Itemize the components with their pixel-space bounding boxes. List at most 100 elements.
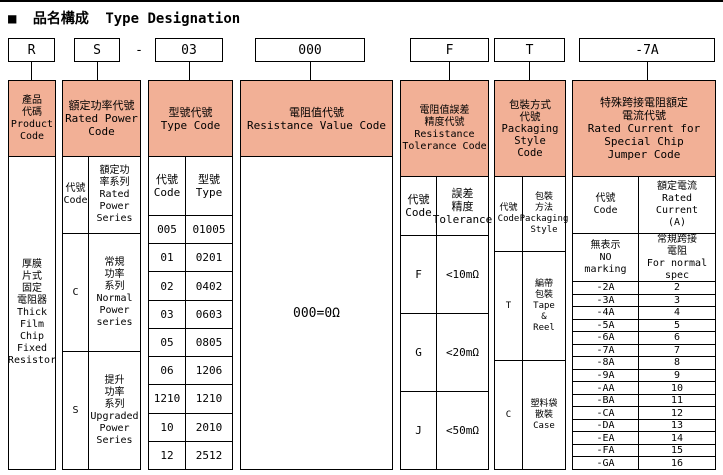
power-code-cell: C bbox=[63, 234, 89, 351]
table-row: -8A 8 bbox=[573, 356, 715, 369]
table-row: F <10mΩ bbox=[401, 235, 488, 313]
current-value-cell: 15 bbox=[670, 445, 684, 457]
current-code-cell: -BA bbox=[573, 394, 639, 407]
tolerance-code-cell: J bbox=[401, 392, 437, 469]
tolerance-code-subheader: 代號 Code bbox=[401, 177, 437, 235]
current-code-cell: -FA bbox=[573, 444, 639, 457]
code-box-type: 03 bbox=[155, 38, 223, 62]
current-value-cell: 9 bbox=[673, 369, 681, 381]
type-value-cell: 0402 bbox=[195, 279, 223, 293]
current-code-cell: -5A bbox=[573, 319, 639, 332]
type-subheader-row: 代號 Code 型號 Type bbox=[149, 157, 232, 215]
current-code-cell: -AA bbox=[573, 382, 639, 394]
tolerance-code-cell: G bbox=[401, 314, 437, 391]
packaging-code-subheader: 代號 Code bbox=[495, 177, 523, 251]
table-row: -FA 15 bbox=[573, 443, 715, 457]
current-value-cell: 14 bbox=[670, 432, 684, 444]
table-row: G <20mΩ bbox=[401, 313, 488, 391]
type-code-cell: 12 bbox=[149, 441, 186, 469]
table-row: 05 0805 bbox=[149, 327, 232, 357]
table-row: -4A 4 bbox=[573, 306, 715, 319]
table-row: S 提升 功率 系列 Upgraded Power Series bbox=[63, 351, 140, 469]
table-row: -9A 9 bbox=[573, 368, 715, 382]
table-row: -EA 14 bbox=[573, 431, 715, 444]
tolerance-value-cell: <10mΩ bbox=[445, 268, 480, 281]
packaging-style-cell: 塑料袋 散裝 Case bbox=[530, 398, 558, 431]
top-rule bbox=[0, 0, 723, 2]
current-value-cell: 11 bbox=[670, 395, 684, 407]
table-row: -CA 12 bbox=[573, 406, 715, 419]
code-box-product: R bbox=[8, 38, 55, 62]
column-tolerance-code: 電阻值誤差 精度代號 Resistance Tolerance Code 代號 … bbox=[400, 80, 493, 470]
tolerance-value-cell: <20mΩ bbox=[445, 346, 480, 359]
packaging-style-cell: 編帶 包裝 Tape & Reel bbox=[533, 278, 555, 333]
current-value-cell: 常規跨接 電阻 For normal spec bbox=[646, 233, 708, 281]
tolerance-subheader: 誤差 精度 Tolerance bbox=[432, 186, 493, 226]
page-title-en: Type Designation bbox=[105, 11, 241, 27]
power-series-cell: 常規 功率 系列 Normal Power series bbox=[96, 256, 133, 328]
table-row: 005 01005 bbox=[149, 215, 232, 244]
table-row: -GA 16 bbox=[573, 456, 715, 469]
current-code-cell: -GA bbox=[573, 457, 639, 469]
column-jumper-current-code: 特殊跨接電阻額定 電流代號 Rated Current for Special … bbox=[572, 80, 716, 470]
current-value-cell: 3 bbox=[673, 294, 681, 306]
title-bullet-icon: ■ bbox=[8, 11, 17, 27]
tolerance-code-cell: F bbox=[401, 236, 437, 313]
type-value-cell: 0201 bbox=[195, 251, 223, 265]
current-value-cell: 6 bbox=[673, 332, 681, 344]
type-code-cell: 02 bbox=[149, 272, 186, 300]
current-code-cell: -3A bbox=[573, 294, 639, 307]
type-code-cell: 1210 bbox=[149, 385, 186, 413]
current-code-cell: -9A bbox=[573, 369, 639, 382]
column-product-code: 產品 代碼 Product Code 厚膜 片式 固定 電阻器 Thick Fi… bbox=[8, 80, 56, 470]
tolerance-header: 電阻值誤差 精度代號 Resistance Tolerance Code bbox=[401, 81, 488, 177]
table-row: T 編帶 包裝 Tape & Reel bbox=[495, 251, 565, 360]
packaging-subheader-row: 代號 Code 包裝 方法 Packaging Style bbox=[495, 177, 569, 251]
current-special-row: 無表示 NO marking 常規跨接 電阻 For normal spec bbox=[573, 233, 715, 281]
connector-line-product bbox=[31, 62, 32, 80]
connector-line-type bbox=[189, 62, 190, 80]
type-code-cell: 10 bbox=[149, 413, 186, 441]
code-separator-dash: - bbox=[135, 42, 143, 58]
code-box-resistance: 000 bbox=[255, 38, 365, 62]
table-row: 10 2010 bbox=[149, 412, 232, 441]
table-row: C 常規 功率 系列 Normal Power series bbox=[63, 233, 140, 351]
connector-line-resistance bbox=[310, 62, 311, 80]
power-series-cell: 提升 功率 系列 Upgraded Power Series bbox=[90, 374, 139, 446]
code-box-packaging: T bbox=[494, 38, 565, 62]
connector-line-power bbox=[97, 62, 98, 80]
power-code-cell: S bbox=[63, 352, 89, 469]
current-value-cell: 16 bbox=[670, 457, 684, 469]
table-row: C 塑料袋 散裝 Case bbox=[495, 360, 565, 469]
packaging-style-subheader: 包裝 方法 Packaging Style bbox=[519, 192, 569, 235]
column-type-code: 型號代號 Type Code 代號 Code 型號 Type 005 01005… bbox=[148, 80, 233, 470]
current-code-cell: -8A bbox=[573, 357, 639, 369]
current-value-cell: 4 bbox=[673, 307, 681, 319]
type-value-cell: 2010 bbox=[195, 420, 223, 434]
code-box-power: S bbox=[74, 38, 120, 62]
resistance-value-header: 電阻值代號 Resistance Value Code bbox=[241, 81, 392, 157]
current-value-cell: 7 bbox=[673, 344, 681, 356]
current-value-cell: 12 bbox=[670, 407, 684, 419]
current-subheader-row: 代號 Code 額定電流 Rated Current (A) bbox=[573, 177, 715, 233]
type-subheader: 型號 Type bbox=[195, 173, 223, 199]
table-row: -2A 2 bbox=[573, 281, 715, 294]
type-code-cell: 01 bbox=[149, 244, 186, 272]
table-row: -AA 10 bbox=[573, 381, 715, 394]
current-code-cell: -6A bbox=[573, 332, 639, 344]
current-subheader: 額定電流 Rated Current (A) bbox=[655, 181, 699, 228]
table-row: J <50mΩ bbox=[401, 391, 488, 469]
connector-line-tolerance bbox=[449, 62, 450, 80]
table-row: -BA 11 bbox=[573, 393, 715, 407]
table-row: -5A 5 bbox=[573, 318, 715, 332]
table-row: 12 2512 bbox=[149, 440, 232, 469]
product-description: 厚膜 片式 固定 電阻器 Thick Film Chip Fixed Resis… bbox=[7, 259, 57, 366]
page-title-zh: 品名構成 bbox=[32, 11, 89, 27]
connector-line-current bbox=[647, 62, 648, 80]
rated-power-subheader-row: 代號 Code 額定功 率系列 Rated Power Series bbox=[63, 157, 140, 233]
tolerance-value-cell: <50mΩ bbox=[445, 424, 480, 437]
type-code-cell: 05 bbox=[149, 328, 186, 357]
product-code-header: 產品 代碼 Product Code bbox=[9, 81, 55, 157]
code-box-current: -7A bbox=[579, 38, 715, 62]
